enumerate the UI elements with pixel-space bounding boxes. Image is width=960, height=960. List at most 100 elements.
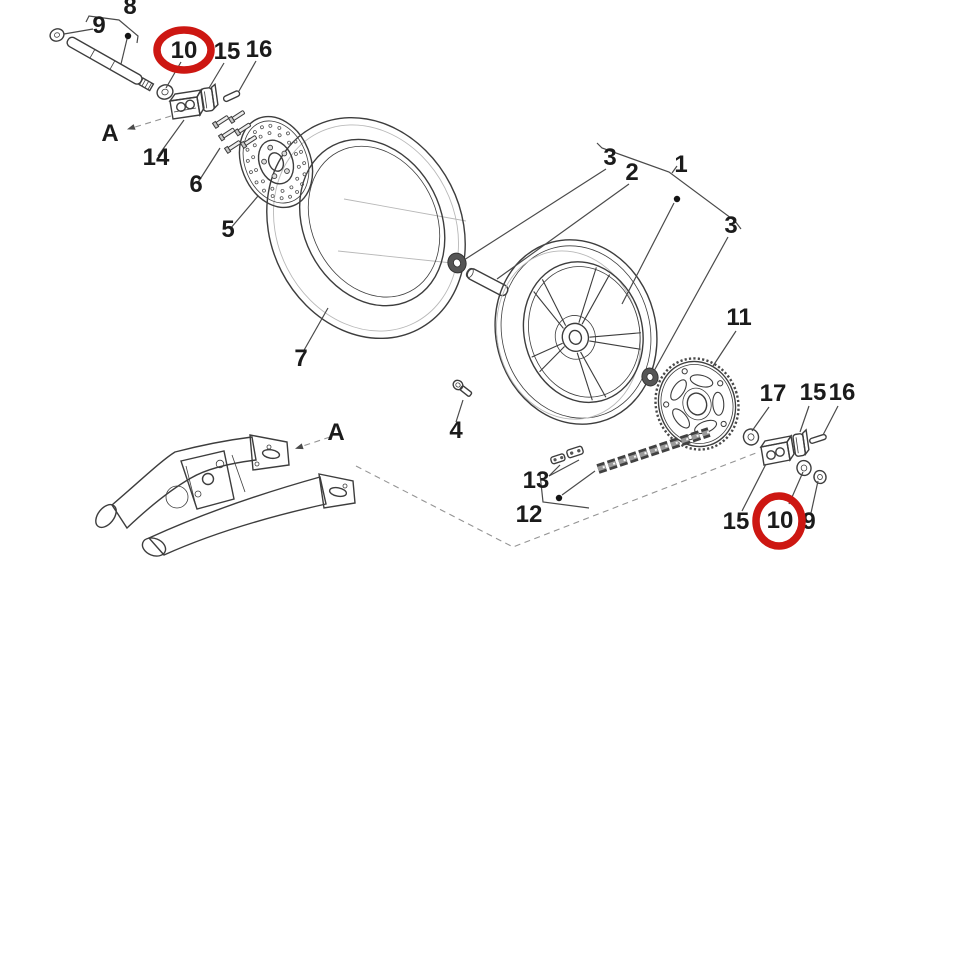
dot-12 bbox=[555, 494, 563, 502]
front-axle-assembly bbox=[49, 28, 257, 155]
callout-5: 5 bbox=[221, 216, 234, 243]
swingarm-top-bracket bbox=[249, 434, 290, 471]
callout-9-rear: 9 bbox=[802, 508, 815, 535]
front-brake-disc bbox=[238, 115, 314, 209]
leader-lines bbox=[63, 15, 839, 514]
rear-washer-10 bbox=[796, 459, 812, 477]
callout-a-rear: A bbox=[327, 419, 344, 446]
leader-12 bbox=[561, 470, 596, 496]
a-front-arrowhead bbox=[127, 124, 136, 130]
leader-15-front bbox=[208, 62, 225, 89]
callout-3-rear: 3 bbox=[724, 212, 737, 239]
dot-1 bbox=[673, 195, 681, 203]
chain-master-link bbox=[550, 445, 584, 465]
callout-a-front: A bbox=[101, 120, 118, 147]
rear-washer-9 bbox=[813, 469, 827, 485]
leader-3-front bbox=[463, 168, 607, 261]
callout-16-rear: 16 bbox=[829, 379, 856, 406]
disc-bolt bbox=[227, 110, 245, 125]
disc-bolt bbox=[223, 140, 241, 155]
leader-1 bbox=[621, 202, 675, 305]
leader-15-rear-left bbox=[741, 463, 767, 512]
callout-9-front: 9 bbox=[92, 12, 105, 39]
bracket-12 bbox=[539, 473, 590, 509]
swingarm bbox=[95, 434, 356, 557]
callout-3-front: 3 bbox=[603, 144, 616, 171]
dashed-reference-lines bbox=[124, 32, 757, 548]
rear-chain-adjuster-block-15 bbox=[759, 434, 795, 466]
front-washer-10 bbox=[156, 84, 174, 100]
spacer-tube-2 bbox=[465, 267, 509, 297]
callout-14: 14 bbox=[143, 144, 170, 171]
leader-16-rear bbox=[822, 405, 839, 436]
rear-adjuster-assembly bbox=[742, 428, 827, 485]
front-axle-washer-9 bbox=[49, 28, 65, 42]
disc-bolts-6 bbox=[211, 110, 257, 155]
callout-15-rear-top: 15 bbox=[800, 379, 827, 406]
highlight-circle-10-rear bbox=[752, 492, 806, 550]
leader-13a bbox=[548, 464, 561, 477]
leader-13b bbox=[548, 459, 580, 477]
construction-lines bbox=[337, 198, 467, 264]
callout-12: 12 bbox=[516, 501, 543, 528]
rear-pin-16 bbox=[809, 433, 827, 444]
callout-16-front: 16 bbox=[246, 36, 273, 63]
leader-9-rear bbox=[810, 480, 819, 514]
leader-7 bbox=[302, 307, 329, 353]
leader-6 bbox=[196, 147, 221, 185]
leader-14 bbox=[157, 119, 185, 157]
callout-17: 17 bbox=[760, 380, 787, 407]
disc-bolt bbox=[233, 122, 251, 137]
rear-wheel bbox=[494, 239, 658, 425]
leader-4 bbox=[455, 399, 464, 423]
rear-washer-17 bbox=[742, 428, 760, 446]
disc-bolt bbox=[217, 127, 235, 142]
callout-7: 7 bbox=[294, 345, 307, 372]
leader-2 bbox=[496, 183, 630, 280]
bracket-8 bbox=[85, 15, 139, 44]
disc-drill-holes bbox=[245, 123, 307, 201]
leader-15-rear-top bbox=[799, 405, 810, 433]
a-rear-dashed bbox=[299, 436, 331, 448]
leader-11 bbox=[712, 330, 737, 367]
a-rear-arrowhead bbox=[295, 443, 304, 450]
front-pin-16 bbox=[222, 90, 241, 103]
callout-11: 11 bbox=[726, 304, 751, 331]
highlight-circles bbox=[153, 26, 806, 550]
callout-1: 1 bbox=[674, 151, 687, 178]
callout-6: 6 bbox=[189, 171, 202, 198]
highlight-circle-10-front bbox=[153, 26, 215, 74]
front-chain-adjuster-block-14 bbox=[168, 87, 205, 120]
leader-17 bbox=[751, 406, 770, 432]
callout-4: 4 bbox=[449, 417, 463, 444]
callout-10-rear: 10 bbox=[767, 507, 794, 534]
callout-10-front: 10 bbox=[171, 37, 198, 64]
disc-bolt bbox=[239, 135, 257, 150]
a-front-dashed bbox=[131, 115, 172, 129]
swingarm-axle-plate bbox=[318, 473, 356, 509]
bracket-1 bbox=[596, 142, 742, 230]
leader-5 bbox=[229, 195, 259, 230]
callout-15-rear-left: 15 bbox=[723, 508, 750, 535]
leader-9-front bbox=[63, 28, 94, 35]
wheel-spokes bbox=[531, 267, 641, 401]
leader-16-front bbox=[238, 60, 257, 92]
disc-bolt bbox=[211, 115, 229, 130]
leader-3-rear bbox=[653, 236, 729, 372]
bracket-1-tick bbox=[671, 165, 678, 174]
drive-chain bbox=[596, 427, 711, 474]
rear-pad-15 bbox=[792, 428, 810, 457]
callout-15-front: 15 bbox=[214, 38, 241, 65]
leader-8 bbox=[120, 38, 128, 65]
front-tire bbox=[266, 116, 466, 340]
front-pad-15 bbox=[200, 83, 219, 112]
front-axle bbox=[66, 36, 155, 92]
callout-8: 8 bbox=[123, 0, 136, 20]
rear-spacer-3 bbox=[641, 367, 659, 387]
bolt-4 bbox=[452, 379, 473, 397]
axis-dashed-line bbox=[355, 452, 757, 548]
callout-2: 2 bbox=[625, 159, 638, 186]
